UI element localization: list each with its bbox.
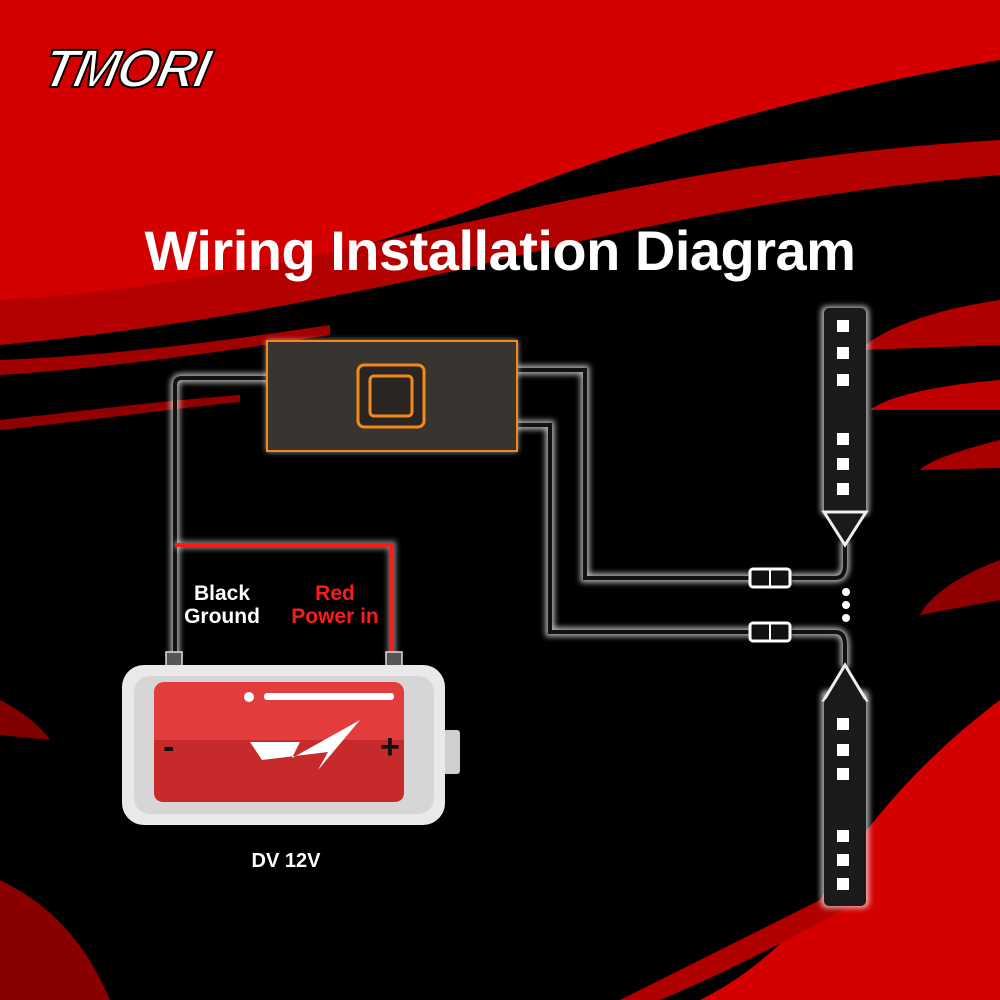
red-label-line1: Red [315,582,355,605]
black-label-line2: Ground [184,605,260,628]
connector-top [748,567,792,589]
output-wire-top [515,365,755,583]
black-ground-wire [170,373,270,660]
lightning-bolt-icon [250,720,360,770]
square-button-icon [356,363,426,429]
battery-voltage-label: DV 12V [251,850,321,872]
red-power-label: Red Power in [276,582,394,628]
output-wire-bottom [515,420,755,637]
connector-bottom [748,621,792,643]
led-chips-bottom [837,718,849,890]
vertical-ellipsis-icon [842,588,850,622]
strip-lead-bottom [790,627,850,668]
controller-box [266,340,518,452]
red-power-wire [175,541,396,660]
black-label-line1: Black [193,582,251,605]
strip-lead-top [790,540,850,583]
led-strip-top [821,306,869,548]
led-chips-top [837,320,849,495]
battery-minus-sign: - [163,728,175,766]
battery-plus-sign: + [380,728,400,766]
page-title: Wiring Installation Diagram [144,219,856,282]
battery [122,651,460,825]
led-strip-bottom [821,662,869,908]
black-ground-label: Black Ground [172,582,272,628]
red-label-line2: Power in [291,605,379,628]
